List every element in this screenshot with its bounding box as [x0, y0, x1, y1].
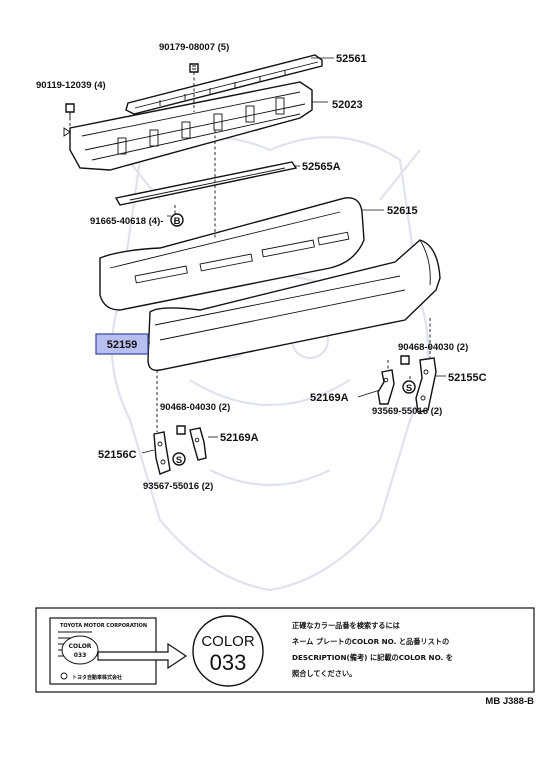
label-90468-right: 90468-04030 (2): [398, 342, 468, 353]
svg-text:S: S: [406, 383, 412, 394]
note-line-2: ネーム プレートのCOLOR NO. と品番リストの: [292, 637, 449, 646]
svg-text:COLOR: COLOR: [69, 643, 92, 650]
label-52615: 52615: [387, 205, 418, 217]
svg-text:TOYOTA MOTOR CORPORATION: TOYOTA MOTOR CORPORATION: [60, 623, 147, 629]
part-52615[interactable]: [99, 197, 365, 311]
bracket-52169A-right[interactable]: [377, 369, 395, 405]
bracket-52155C[interactable]: [415, 357, 437, 413]
clip-90468-right[interactable]: [400, 355, 410, 365]
bolt-90179[interactable]: [189, 63, 199, 73]
label-93567: 93567-55016 (2): [143, 481, 213, 492]
note-line-3: DESCRIPTION(備考) に記載のCOLOR NO. を: [292, 653, 453, 662]
label-91665: 91665-40618 (4)-: [90, 216, 163, 227]
part-52023[interactable]: [63, 81, 313, 171]
label-52023: 52023: [332, 99, 363, 111]
label-52565A: 52565A: [302, 161, 341, 173]
svg-text:COLOR: COLOR: [201, 633, 255, 650]
note-line-4: 照合してください。: [292, 669, 356, 678]
svg-text:033: 033: [74, 652, 87, 659]
svg-text:033: 033: [210, 650, 247, 675]
label-52169A-left: 52169A: [220, 432, 259, 444]
color-code-box: TOYOTA MOTOR CORPORATION COLOR 033 トヨタ自動…: [35, 607, 535, 693]
part-52561[interactable]: [125, 54, 323, 115]
label-90119: 90119-12039 (4): [36, 80, 106, 91]
part-52159[interactable]: [147, 239, 441, 371]
bolt-90119[interactable]: [65, 103, 75, 120]
label-52155C: 52155C: [448, 372, 487, 384]
clip-90468-left[interactable]: [176, 425, 186, 435]
marker-S-right: S: [402, 380, 416, 394]
marker-B: B: [170, 213, 184, 227]
color-circle: COLOR 033: [192, 615, 264, 687]
svg-text:S: S: [176, 455, 182, 466]
label-90179: 90179-08007 (5): [159, 42, 229, 53]
name-plate: TOYOTA MOTOR CORPORATION COLOR 033 トヨタ自動…: [49, 617, 157, 685]
bracket-52156C[interactable]: [153, 431, 171, 475]
label-52169A-right: 52169A: [310, 392, 349, 404]
svg-text:B: B: [174, 216, 181, 227]
leader-lines: [141, 57, 446, 454]
part-labels: 90179-08007 (5) 52561 90119-12039 (4) 52…: [36, 42, 487, 492]
label-90468-left: 90468-04030 (2): [160, 402, 230, 413]
svg-text:トヨタ自動車株式会社: トヨタ自動車株式会社: [72, 674, 122, 681]
arrow-icon: [97, 642, 188, 670]
label-93569: 93569-55016 (2): [372, 406, 442, 417]
ref-code: MB J388-B: [485, 696, 534, 707]
marker-S-left: S: [172, 452, 186, 466]
label-52156C: 52156C: [98, 449, 137, 461]
bracket-52169A-left[interactable]: [189, 427, 207, 461]
note-line-1: 正確なカラー品番を検索するには: [292, 621, 400, 630]
part-52565A[interactable]: [114, 161, 298, 206]
svg-text:52159: 52159: [107, 339, 138, 351]
label-52561: 52561: [336, 53, 367, 65]
highlighted-part-52159[interactable]: 52159: [95, 333, 149, 355]
